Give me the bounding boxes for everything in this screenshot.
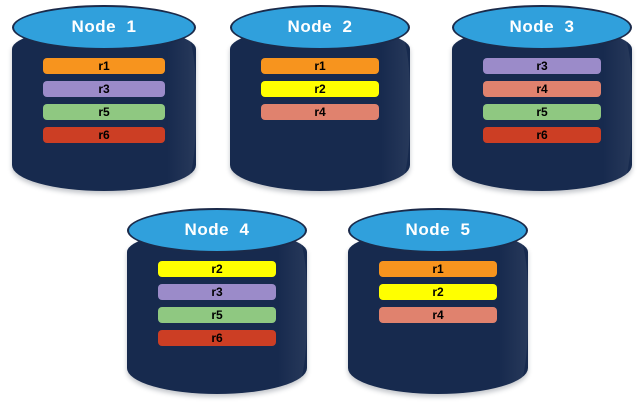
replica-bar[interactable]: r2 bbox=[378, 284, 498, 300]
cylinder-top bbox=[12, 5, 196, 50]
replica-bar[interactable]: r3 bbox=[157, 284, 277, 300]
replica-bar[interactable]: r5 bbox=[43, 104, 165, 120]
cylinder-icon bbox=[12, 5, 196, 191]
replica-bar[interactable]: r4 bbox=[378, 307, 498, 323]
node-label: Node 5 bbox=[405, 220, 471, 239]
cylinder-top bbox=[127, 208, 307, 253]
node-label: Node 3 bbox=[509, 17, 575, 36]
node-label: Node 2 bbox=[287, 17, 353, 36]
replica-bar[interactable]: r3 bbox=[482, 58, 602, 74]
cylinder-top bbox=[230, 5, 410, 50]
database-node-3[interactable]: Node 3 r3 r4 r5 r6 bbox=[452, 5, 632, 191]
replica-list: r1 r2 r4 bbox=[260, 58, 380, 120]
replica-bar[interactable]: r4 bbox=[482, 81, 602, 97]
replica-bar[interactable]: r1 bbox=[260, 58, 380, 74]
node-label: Node 1 bbox=[71, 17, 137, 36]
replica-bar[interactable]: r5 bbox=[482, 104, 602, 120]
replica-bar[interactable]: r1 bbox=[378, 261, 498, 277]
replica-bar[interactable]: r6 bbox=[43, 127, 165, 143]
cylinder-body bbox=[12, 27, 196, 191]
database-node-4[interactable]: Node 4 r2 r3 r5 r6 bbox=[127, 208, 307, 394]
cylinder-icon bbox=[452, 5, 632, 191]
replica-bar[interactable]: r6 bbox=[157, 330, 277, 346]
replica-bar[interactable]: r5 bbox=[157, 307, 277, 323]
replica-bar[interactable]: r4 bbox=[260, 104, 380, 120]
database-node-5[interactable]: Node 5 r1 r2 r4 bbox=[348, 208, 528, 394]
cylinder-body bbox=[452, 27, 632, 191]
cylinder-top bbox=[452, 5, 632, 50]
replica-bar[interactable]: r1 bbox=[43, 58, 165, 74]
replica-list: r3 r4 r5 r6 bbox=[482, 58, 602, 143]
replica-bar[interactable]: r3 bbox=[43, 81, 165, 97]
replica-bar[interactable]: r2 bbox=[260, 81, 380, 97]
replica-bar[interactable]: r2 bbox=[157, 261, 277, 277]
node-label: Node 4 bbox=[184, 220, 250, 239]
replica-list: r2 r3 r5 r6 bbox=[157, 261, 277, 346]
database-node-2[interactable]: Node 2 r1 r2 r4 bbox=[230, 5, 410, 191]
replica-bar[interactable]: r6 bbox=[482, 127, 602, 143]
replica-list: r1 r3 r5 r6 bbox=[43, 58, 165, 143]
replica-list: r1 r2 r4 bbox=[378, 261, 498, 323]
database-node-1[interactable]: Node 1 r1 r3 r5 r6 bbox=[12, 5, 196, 191]
cylinder-top bbox=[348, 208, 528, 253]
